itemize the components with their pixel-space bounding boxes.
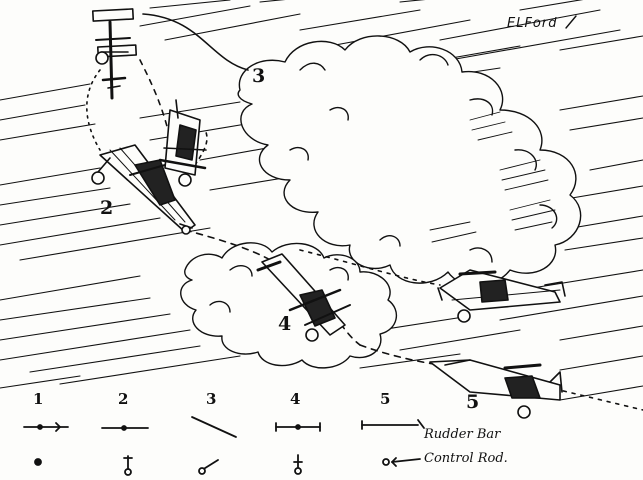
legend: 1 2 3 4 5 Rudder Bar Control Rod. [23, 390, 508, 476]
position-label-2: 2 [100, 197, 113, 219]
aircraft-position-2 [91, 144, 196, 235]
legend-step-1: 1 [33, 390, 43, 408]
control-rod-label: Control Rod. [424, 451, 508, 466]
position-label-5: 5 [466, 391, 479, 413]
rudder-bar-diagrams [23, 416, 425, 438]
aircraft-position-5-level [437, 269, 566, 323]
signature-flourish [565, 15, 577, 29]
cloud-lower [180, 242, 398, 369]
aircraft-position-5-exit [429, 359, 563, 419]
cloud-upper [237, 35, 582, 286]
artist-signature: ELFord [507, 16, 557, 31]
sky-hatching [0, 0, 643, 401]
aircraft-position-4 [256, 253, 351, 342]
legend-step-3: 3 [206, 390, 216, 408]
legend-step-5: 5 [380, 390, 390, 408]
cloud-shading [429, 111, 556, 243]
aircraft-position-3 [158, 99, 207, 187]
aircraft-position-1 [91, 8, 138, 100]
control-rod-diagrams [34, 454, 421, 476]
rudder-bar-label: Rudder Bar [423, 427, 501, 442]
legend-step-2: 2 [118, 390, 128, 408]
position-label-3: 3 [252, 65, 265, 87]
legend-step-4: 4 [290, 390, 300, 408]
position-label-4: 4 [278, 313, 291, 335]
